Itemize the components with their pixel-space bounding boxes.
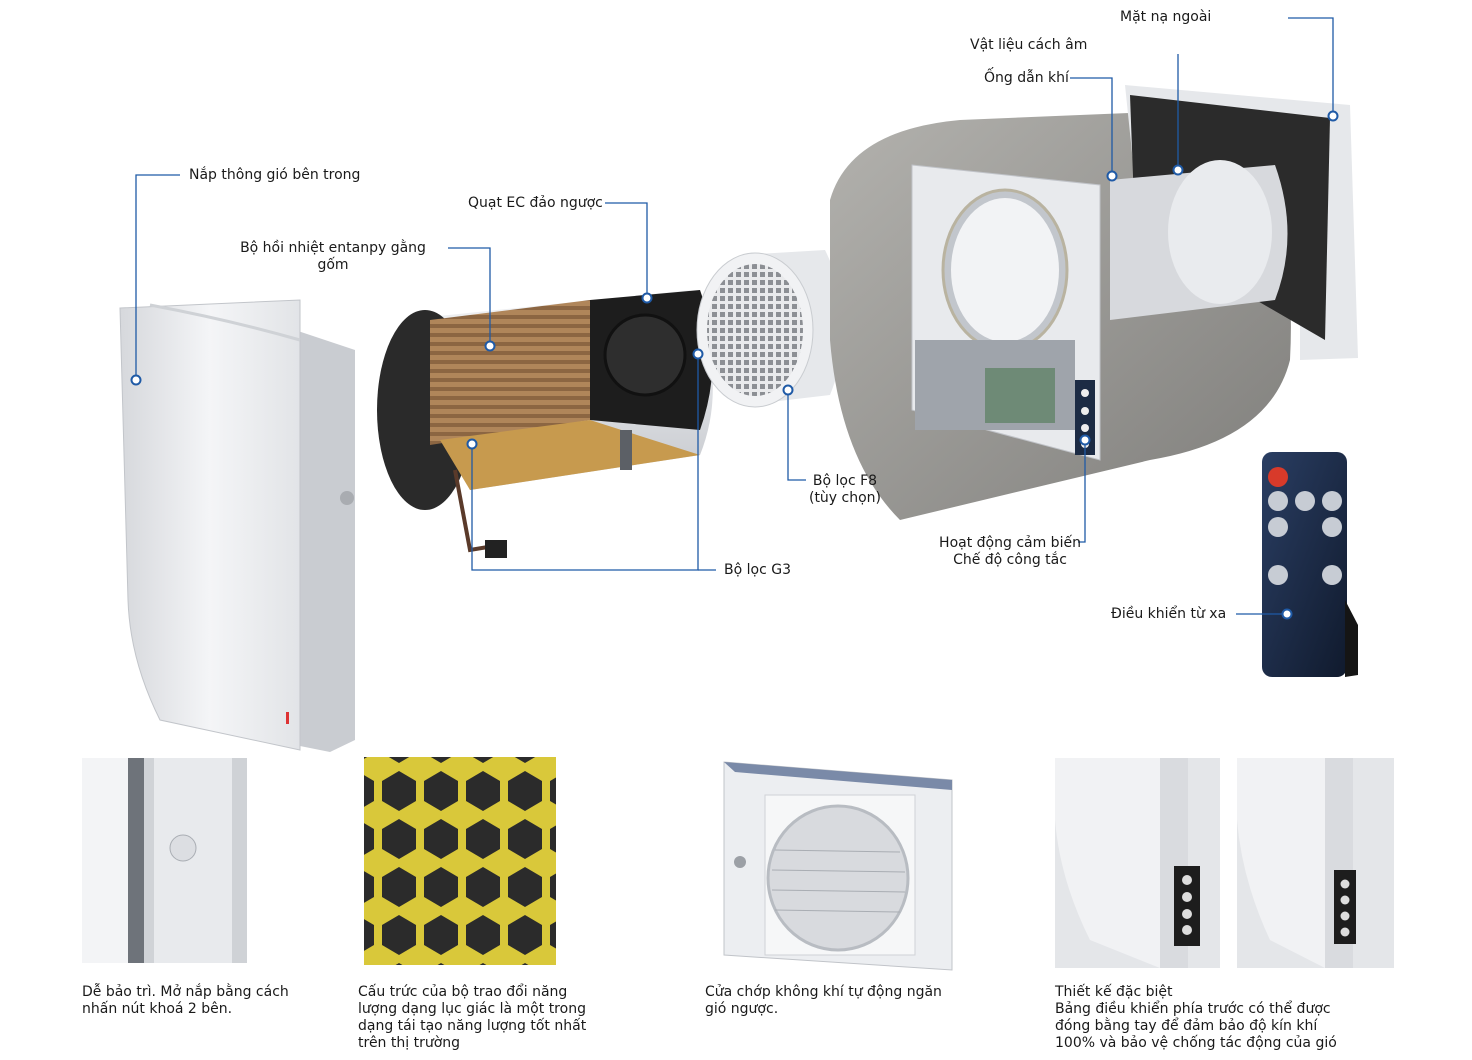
caption-line: nhấn nút khoá 2 bên. (82, 1001, 233, 1017)
label-heat-recovery-line1: Bộ hồi nhiệt entanpy gằng (240, 240, 426, 256)
leader-ec-fan (605, 202, 648, 298)
label-filter-g3: Bộ lọc G3 (724, 562, 791, 578)
label-sensor-line1: Hoạt động cảm biến (939, 535, 1081, 551)
label-inner-cover: Nắp thông gió bên trong (189, 167, 361, 183)
wall-unit-illustration (830, 85, 1358, 520)
caption-line: Dễ bảo trì. Mở nắp bằng cách (82, 984, 289, 1000)
f8-filter-illustration (696, 250, 844, 408)
label-ec-fan: Quạt EC đảo ngược (468, 195, 603, 211)
caption-line: Bảng điều khiển phía trước có thể được (1055, 1001, 1331, 1017)
caption-line: Thiết kế đặc biệt (1055, 984, 1173, 1000)
photo-shutter (723, 761, 953, 971)
leader-filter-g3 (471, 354, 699, 571)
photo-design-closed (1055, 758, 1220, 968)
caption-shutter: Cửa chớp không khí tự động ngăn gió ngượ… (705, 984, 942, 1018)
leader-sensor (1078, 440, 1086, 543)
label-outer-mask: Mặt nạ ngoài (1120, 9, 1212, 25)
photo-design-open (1237, 758, 1394, 968)
caption-line: dạng tái tạo năng lượng tốt nhất (358, 1018, 587, 1034)
label-remote: Điều khiển từ xa (1111, 606, 1227, 622)
caption-maintenance: Dễ bảo trì. Mở nắp bằng cách nhấn nút kh… (82, 984, 289, 1018)
photo-maintenance (82, 758, 247, 963)
leader-dots (130, 110, 1339, 620)
label-sensor-line2: Chế độ công tắc (953, 552, 1067, 568)
label-filter-f8-line1: Bộ lọc F8 (812, 473, 878, 489)
leader-lines (135, 17, 1334, 615)
label-air-duct: Ống dẫn khí (984, 70, 1069, 86)
caption-design: Thiết kế đặc biệt Bảng điều khiển phía t… (1055, 984, 1337, 1052)
leader-heat-recovery (448, 247, 491, 346)
label-insulation: Vật liệu cách âm (970, 37, 1088, 53)
leader-filter-f8 (787, 390, 806, 481)
caption-line: Cửa chớp không khí tự động ngăn (705, 984, 942, 1000)
caption-line: lượng dạng lục giác là một trong (358, 1001, 586, 1017)
leader-air-duct (1070, 77, 1113, 176)
label-filter-f8: Bộ lọc F8 (tùy chọn) (800, 473, 890, 507)
caption-line: đóng bằng tay để đảm bảo độ kín khí (1055, 1018, 1318, 1034)
label-sensor: Hoạt động cảm biến Chế độ công tắc (930, 535, 1090, 569)
caption-exchanger: Cấu trức của bộ trao đổi năng lượng dạng… (358, 984, 586, 1052)
leader-outer-mask (1288, 17, 1334, 116)
inner-cover-illustration (119, 299, 355, 752)
label-heat-recovery: Bộ hồi nhiệt entanpy gằng gốm (238, 240, 428, 274)
label-filter-f8-line2: (tùy chọn) (808, 490, 882, 506)
caption-line: 100% và bảo vệ chống tác động của gió (1055, 1035, 1337, 1051)
core-cutaway-illustration (377, 290, 713, 558)
caption-line: gió ngược. (705, 1001, 779, 1017)
caption-line: Cấu trức của bộ trao đổi năng (358, 984, 568, 1000)
photo-honeycomb (364, 757, 556, 965)
label-heat-recovery-line2: gốm (317, 257, 349, 273)
leader-inner-cover (135, 174, 180, 380)
remote-control-illustration (1262, 452, 1358, 677)
caption-line: trên thị trường (358, 1035, 461, 1051)
